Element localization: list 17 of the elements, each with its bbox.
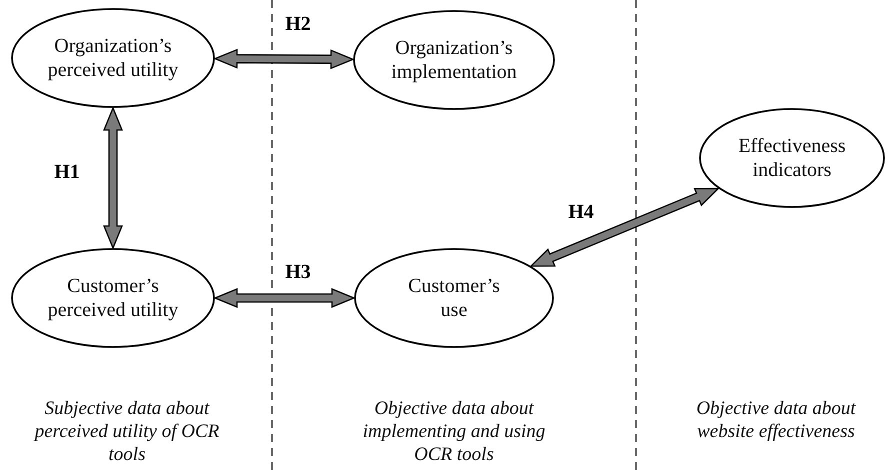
double-arrow (213, 288, 356, 308)
column-caption: Objective data about website effectiveness (695, 398, 857, 444)
node-label: Customer’s use (407, 274, 501, 322)
node-label: Organization’s perceived utility (46, 34, 180, 82)
ellipse-node (354, 248, 554, 348)
node-label: Customer’s perceived utility (46, 274, 180, 322)
column-caption: Objective data about implementing and using OCR tools (362, 398, 546, 466)
double-arrow (213, 48, 355, 70)
double-arrow (529, 188, 720, 267)
node-label: Effectiveness indicators (737, 134, 847, 182)
ellipse-node (11, 248, 215, 348)
double-arrow (103, 106, 123, 250)
ellipse-node (353, 10, 555, 110)
ellipse-node (699, 108, 885, 208)
ellipse-node (11, 8, 215, 108)
column-caption: Subjective data about perceived utility of OCR tools (32, 398, 220, 466)
node-label: Organization’s implementation (390, 36, 518, 84)
